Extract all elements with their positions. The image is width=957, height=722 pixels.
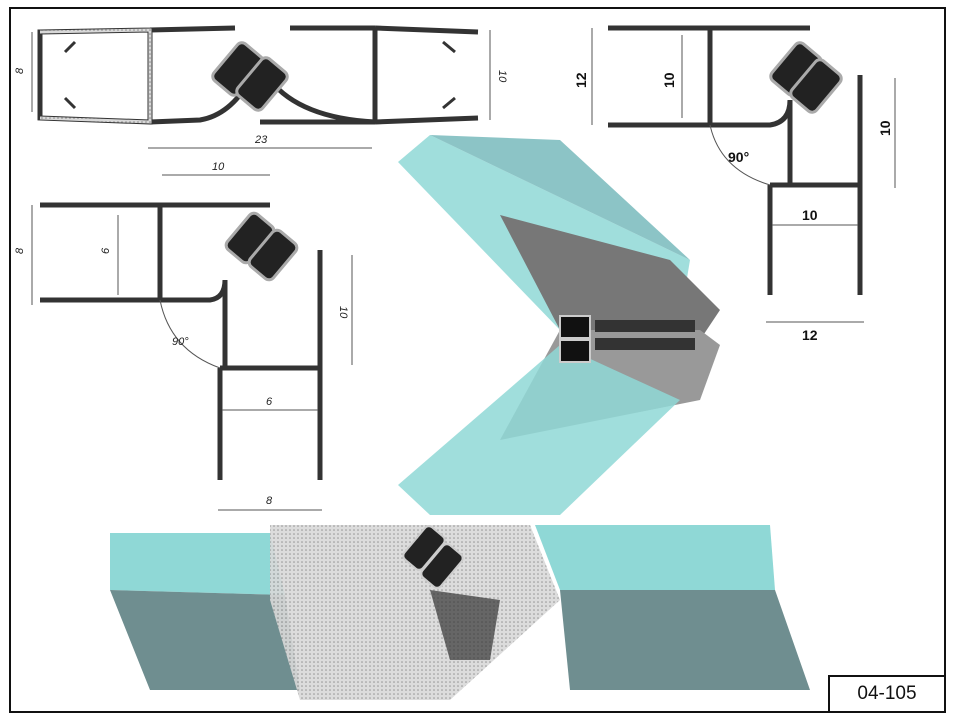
dim-angle: 90° — [172, 336, 189, 348]
dim-height-inner: 10 — [661, 72, 677, 88]
dim-height-side: 10 — [877, 120, 893, 136]
dim-outer-width: 12 — [802, 327, 818, 343]
magnet-icon — [247, 228, 299, 282]
magnet-icon — [789, 58, 843, 114]
magnet-icon — [420, 543, 464, 589]
dim-top-width: 10 — [212, 161, 225, 173]
dim-inner-width: 10 — [802, 207, 818, 223]
dim-width: 23 — [254, 134, 268, 146]
straight-3d-view — [110, 525, 810, 700]
magnet-icon — [402, 525, 446, 571]
dim-height-outer: 8 — [14, 247, 26, 254]
magnet-icon — [235, 56, 289, 112]
dim-angle: 90° — [728, 149, 749, 165]
dim-height-inner: 6 — [100, 247, 112, 254]
dim-inner-width: 6 — [266, 396, 273, 408]
corner-3d-view — [398, 135, 720, 515]
drawing-frame — [9, 7, 946, 713]
dim-height-outer: 12 — [573, 72, 589, 88]
corner-profile-large: 12 10 10 90° 10 12 — [573, 25, 896, 343]
corner-profile-small: 10 8 6 10 90° 6 8 — [14, 161, 353, 511]
dim-height-right: 10 — [496, 70, 508, 83]
drawing-code-label: 04-105 — [828, 675, 946, 713]
dim-height-left: 8 — [14, 67, 26, 74]
straight-profile: 8 10 23 — [14, 25, 508, 149]
dim-outer-width: 8 — [266, 495, 273, 507]
dim-height-side: 10 — [337, 306, 349, 319]
